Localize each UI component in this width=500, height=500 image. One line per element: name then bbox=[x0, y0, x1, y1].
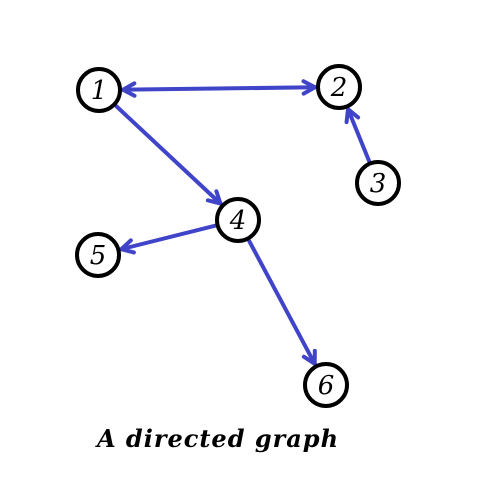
graph-caption: A directed graph bbox=[95, 424, 339, 453]
edge-1-4 bbox=[114, 104, 223, 206]
node-4: 4 bbox=[215, 197, 261, 243]
node-5-label: 5 bbox=[90, 241, 107, 271]
node-3-label: 3 bbox=[370, 169, 387, 199]
edge-3-2 bbox=[346, 107, 371, 163]
arrowhead-1-2 bbox=[301, 79, 318, 96]
node-2-circle bbox=[316, 64, 362, 110]
nodes-layer: 1 2 3 4 5 6 bbox=[75, 64, 401, 408]
node-5-circle bbox=[75, 232, 121, 278]
node-2-label: 2 bbox=[330, 73, 348, 103]
node-6-label: 6 bbox=[318, 371, 335, 401]
node-3: 3 bbox=[355, 160, 401, 206]
node-5: 5 bbox=[75, 232, 121, 278]
node-6-circle bbox=[303, 362, 349, 408]
node-1-label: 1 bbox=[91, 76, 108, 106]
arrowhead-2-1 bbox=[120, 81, 137, 98]
edge-4-5 bbox=[119, 223, 217, 252]
node-4-label: 4 bbox=[229, 206, 247, 236]
edge-4-6 bbox=[247, 239, 317, 366]
arrowhead-4-5 bbox=[119, 238, 136, 255]
arrowhead-4-6 bbox=[301, 348, 317, 366]
node-2: 2 bbox=[316, 64, 362, 110]
node-1: 1 bbox=[76, 67, 122, 113]
edge-1-2 bbox=[120, 85, 318, 92]
node-6: 6 bbox=[303, 362, 349, 408]
node-1-circle bbox=[76, 67, 122, 113]
arrowhead-1-4 bbox=[205, 189, 223, 206]
arrowhead-3-2 bbox=[344, 107, 361, 125]
node-3-circle bbox=[355, 160, 401, 206]
edges-layer bbox=[114, 79, 371, 366]
node-4-circle bbox=[215, 197, 261, 243]
